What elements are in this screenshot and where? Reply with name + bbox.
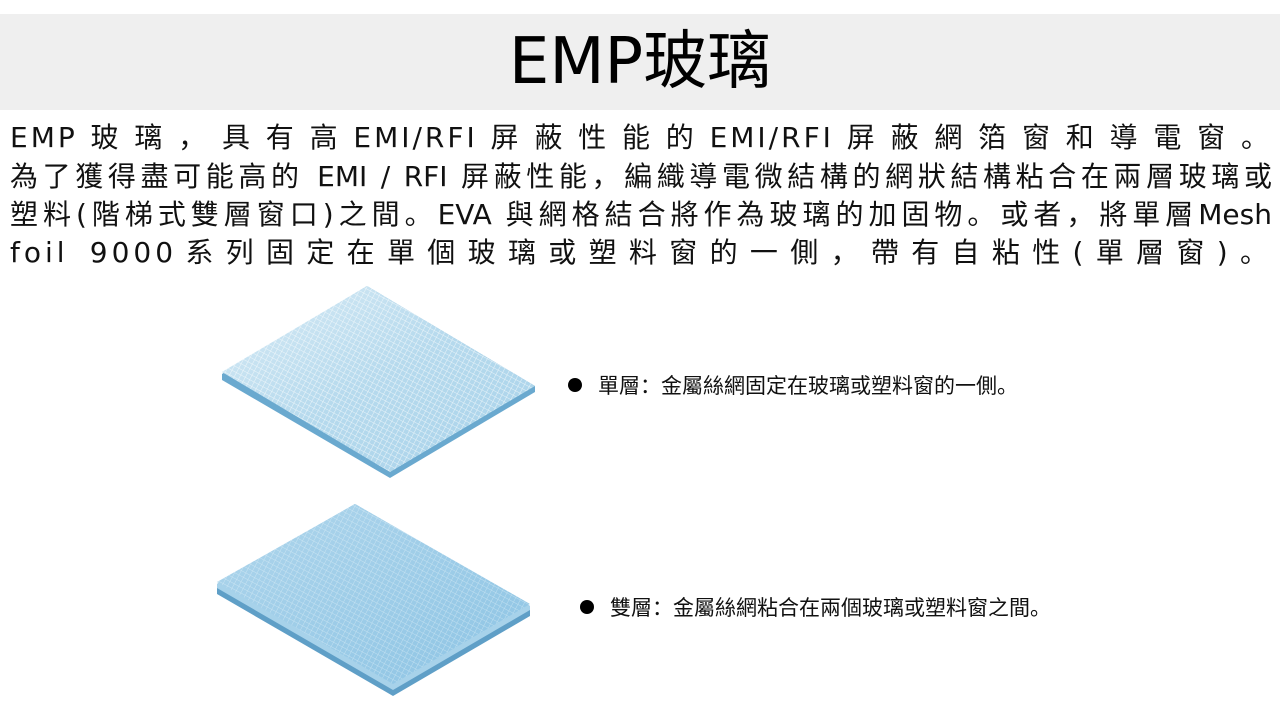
bullet-double-layer-text: 雙層：金屬絲網粘合在兩個玻璃或塑料窗之間。 <box>610 596 1051 620</box>
bullet-single-layer-text: 單層：金屬絲網固定在玻璃或塑料窗的一側。 <box>598 374 1018 398</box>
slide-title: EMP玻璃 <box>508 25 772 99</box>
title-band <box>0 14 1280 110</box>
bullet-single-layer: 單層：金屬絲網固定在玻璃或塑料窗的一側。 <box>568 370 1018 400</box>
bullet-dot-icon <box>568 378 582 392</box>
paragraph-line-2: 為了獲得盡可能高的 EMI / RFI 屏蔽性能，編織導電微結構的網狀結構粘合在… <box>10 160 1272 193</box>
single-layer-glass-image <box>205 282 565 492</box>
paragraph-line-1: EMP玻璃，具有高EMI/RFI屏蔽性能的EMI/RFI屏蔽網箔窗和導電窗。 <box>10 121 1272 154</box>
double-layer-glass-image <box>205 500 565 710</box>
bullet-dot-icon <box>580 600 594 614</box>
bullet-double-layer: 雙層：金屬絲網粘合在兩個玻璃或塑料窗之間。 <box>580 592 1051 622</box>
paragraph-line-4: foil 9000系列固定在單個玻璃或塑料窗的一側，帶有自粘性(單層窗)。 <box>10 236 1272 269</box>
paragraph-line-3: 塑料(階梯式雙層窗口)之間。EVA 與網格結合將作為玻璃的加固物。或者，將單層M… <box>10 198 1272 231</box>
